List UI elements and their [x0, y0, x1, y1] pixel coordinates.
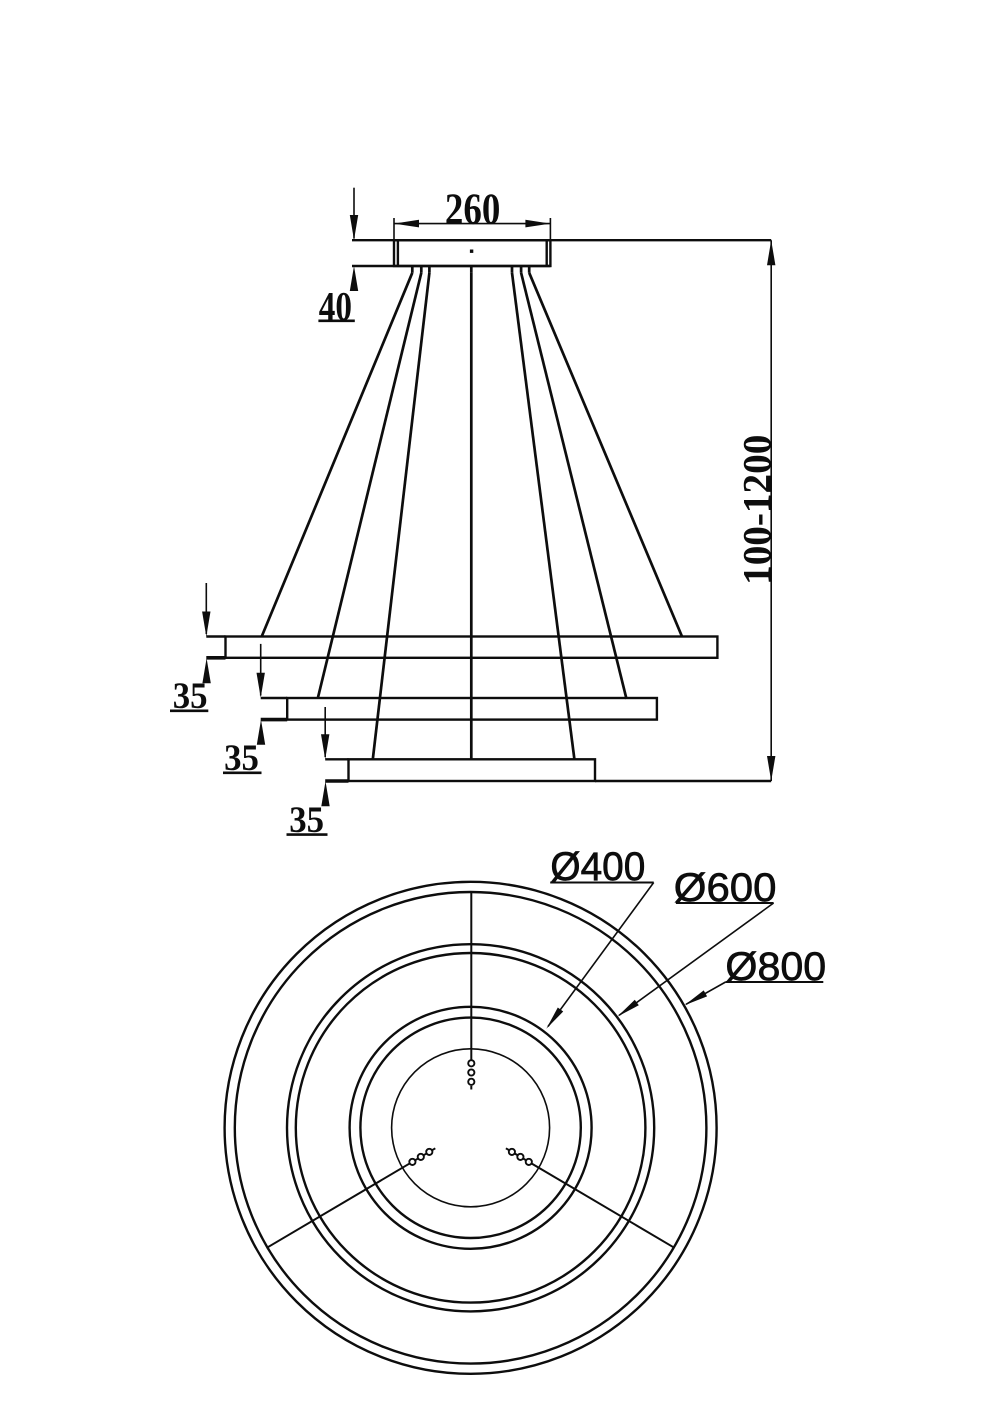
svg-text:Ø400: Ø400: [550, 844, 645, 889]
svg-text:100-1200: 100-1200: [735, 435, 779, 585]
svg-text:35: 35: [224, 737, 259, 778]
svg-text:Ø800: Ø800: [725, 944, 826, 989]
svg-text:35: 35: [173, 675, 208, 716]
svg-text:40: 40: [319, 285, 352, 330]
svg-text:260: 260: [445, 184, 500, 233]
svg-text:35: 35: [289, 799, 324, 840]
svg-text:Ø600: Ø600: [674, 865, 777, 910]
